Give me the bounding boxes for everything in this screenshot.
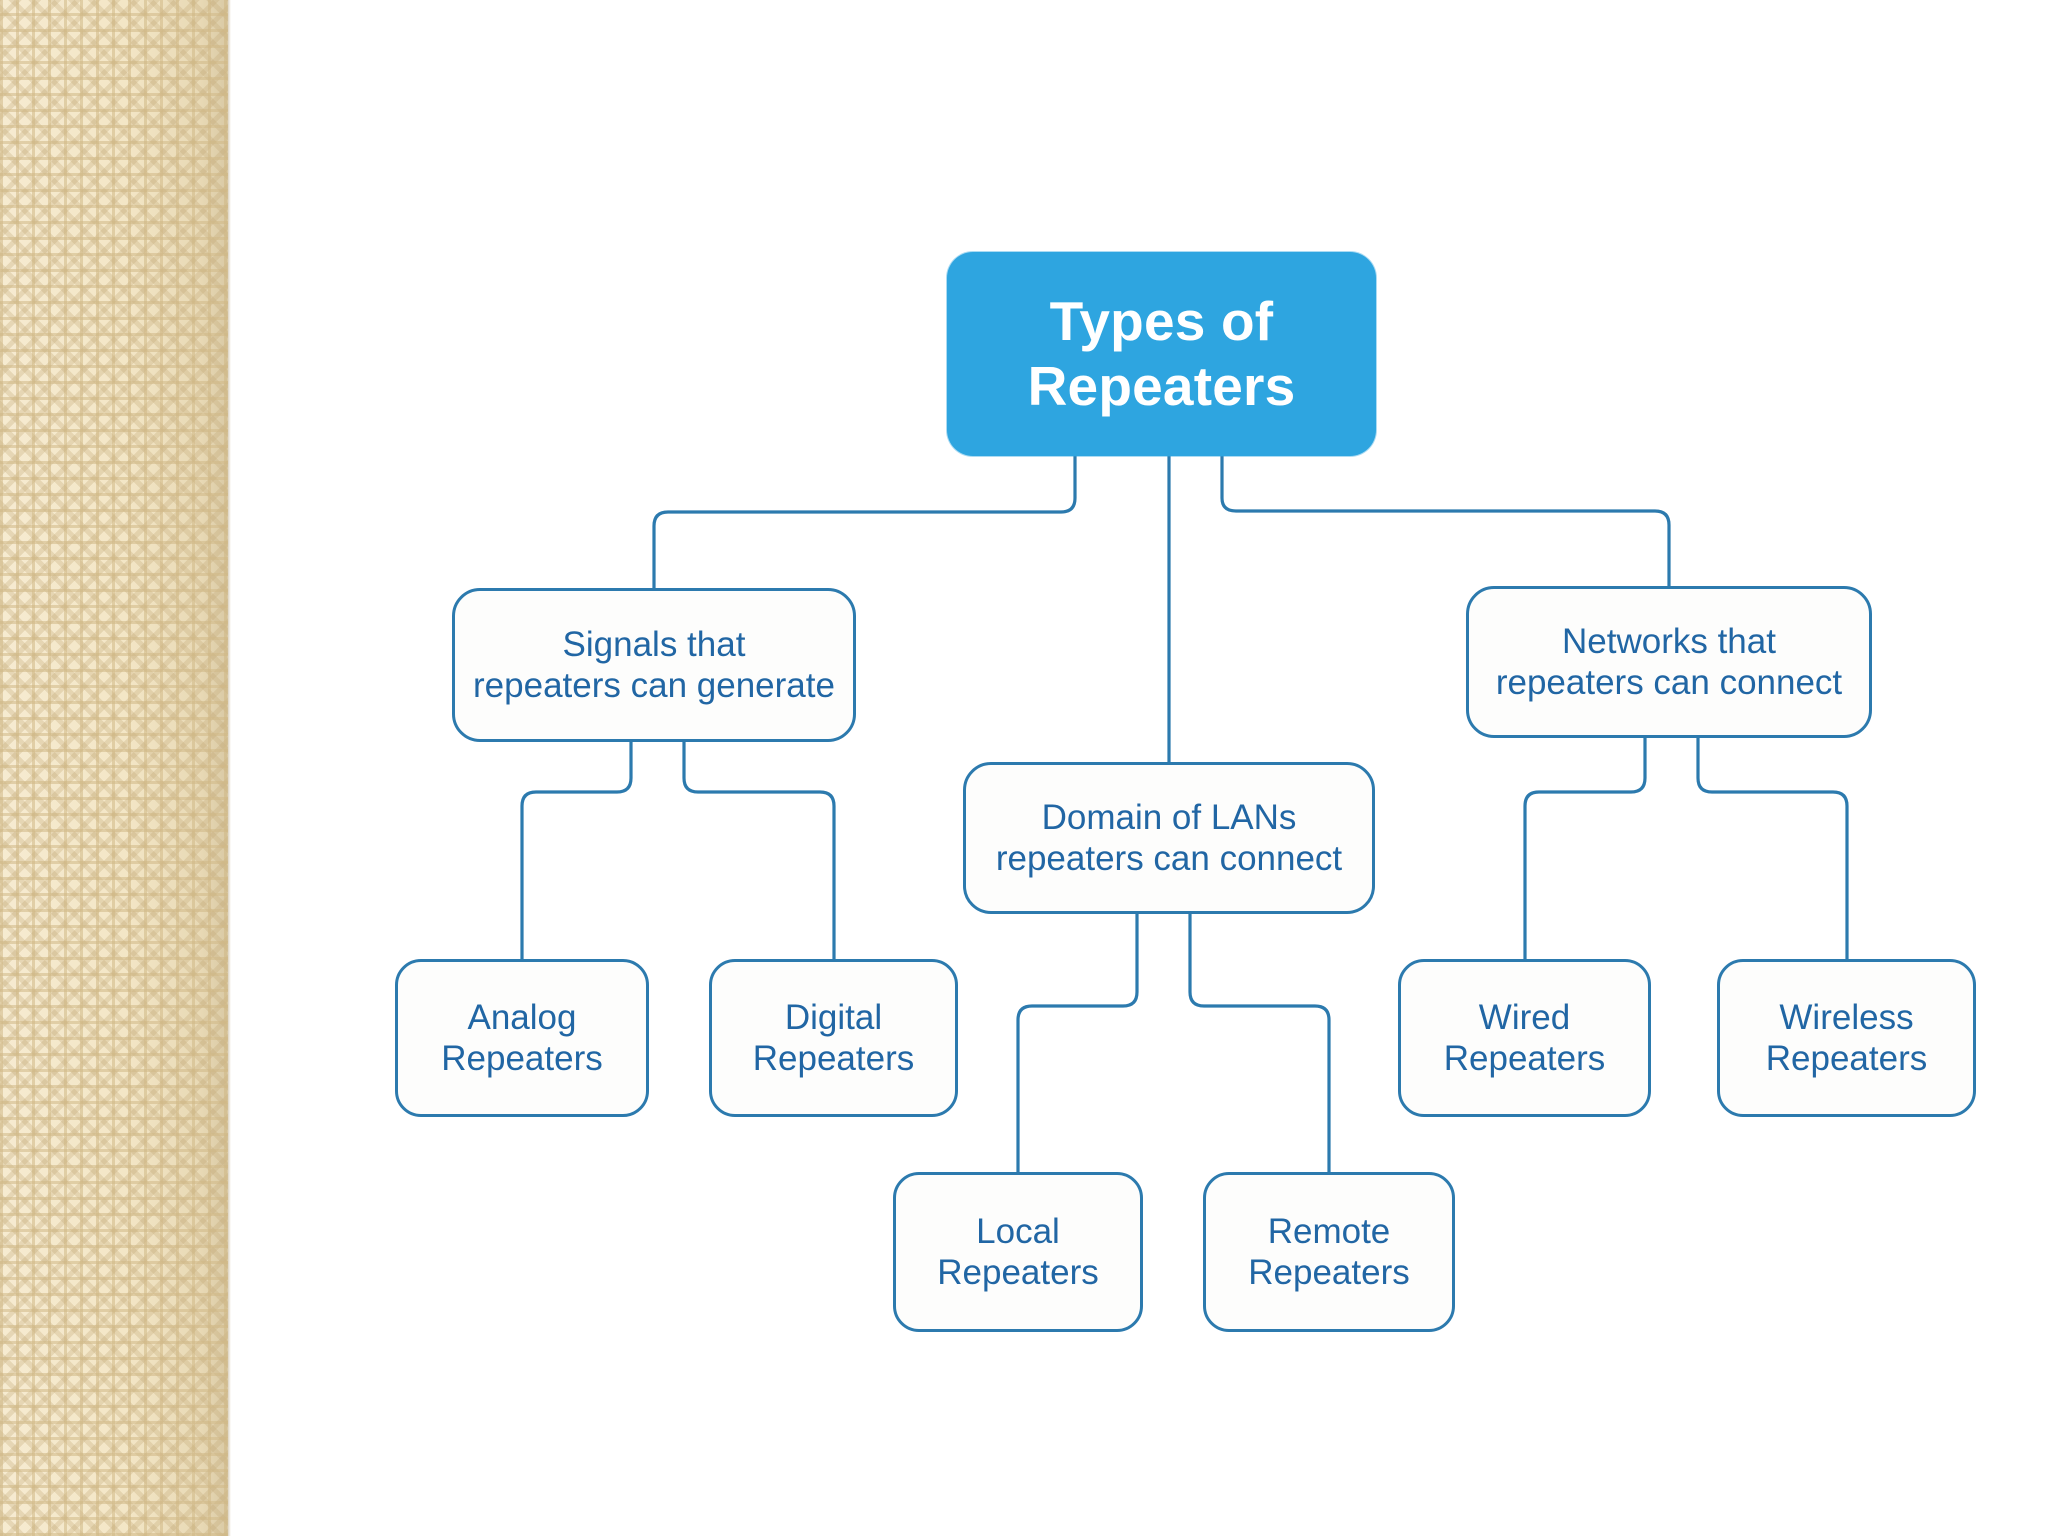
node-branch-networks-label: Networks that repeaters can connect [1495, 621, 1843, 702]
edge-networks-to-wired [1523, 736, 1647, 961]
node-branch-signals-label: Signals that repeaters can generate [473, 624, 835, 705]
node-branch-networks-that-repeaters-can-connect[interactable]: Networks that repeaters can connect [1466, 586, 1872, 738]
node-leaf-remote-label: Remote Repeaters [1248, 1211, 1410, 1292]
node-leaf-analog-label: Analog Repeaters [441, 997, 603, 1078]
node-leaf-digital-repeaters[interactable]: Digital Repeaters [709, 959, 958, 1117]
node-root-types-of-repeaters[interactable]: Types of Repeaters [947, 252, 1376, 456]
node-branch-signals-that-repeaters-can-generate[interactable]: Signals that repeaters can generate [452, 588, 856, 742]
node-root-label: Types of Repeaters [1027, 290, 1296, 417]
edge-signals-to-digital [682, 740, 836, 961]
node-leaf-wired-repeaters[interactable]: Wired Repeaters [1398, 959, 1651, 1117]
node-branch-domain-of-lans-repeaters-can-connect[interactable]: Domain of LANs repeaters can connect [963, 762, 1375, 914]
node-leaf-wireless-label: Wireless Repeaters [1765, 997, 1928, 1078]
edge-domain-to-remote [1188, 912, 1331, 1174]
node-leaf-local-label: Local Repeaters [937, 1211, 1099, 1292]
node-leaf-wireless-repeaters[interactable]: Wireless Repeaters [1717, 959, 1976, 1117]
decorative-sidebar-panel [0, 0, 228, 1536]
edge-networks-to-wireless [1696, 736, 1849, 961]
sidebar-edge-shadow [228, 0, 231, 1536]
node-leaf-wired-label: Wired Repeaters [1443, 997, 1606, 1078]
node-leaf-remote-repeaters[interactable]: Remote Repeaters [1203, 1172, 1455, 1332]
edge-root-to-networks [1220, 454, 1671, 588]
edge-signals-to-analog [520, 740, 633, 961]
node-branch-domain-label: Domain of LANs repeaters can connect [995, 797, 1343, 878]
node-leaf-analog-repeaters[interactable]: Analog Repeaters [395, 959, 649, 1117]
edge-domain-to-local [1016, 912, 1139, 1174]
node-leaf-local-repeaters[interactable]: Local Repeaters [893, 1172, 1143, 1332]
node-leaf-digital-label: Digital Repeaters [752, 997, 915, 1078]
edge-root-to-signals [652, 454, 1077, 590]
